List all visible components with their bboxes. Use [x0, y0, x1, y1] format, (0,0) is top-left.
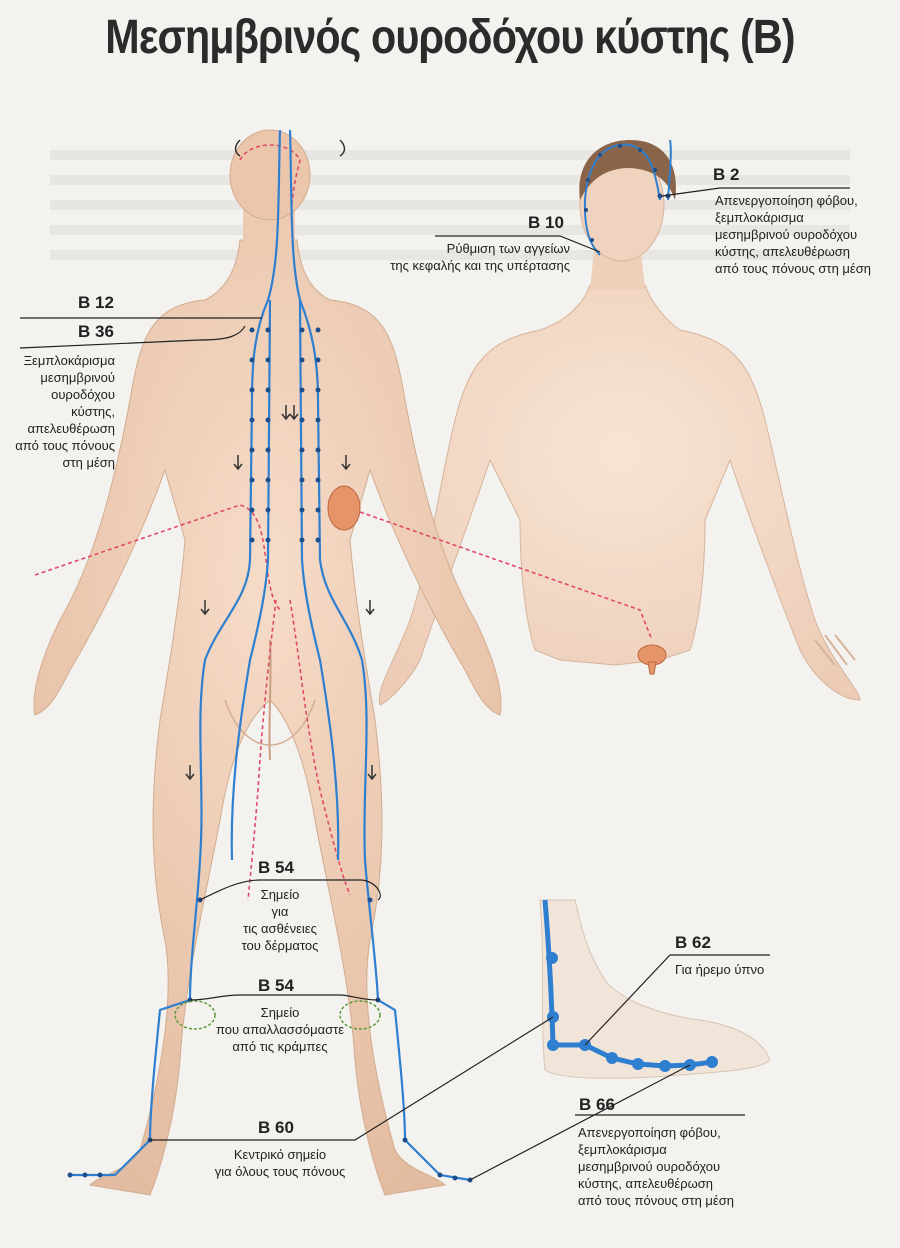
point-code-b2: B 2 — [713, 165, 739, 185]
point-desc-b66: Απενεργοποίηση φόβου,ξεμπλοκάρισμα μεσημ… — [578, 1124, 734, 1209]
point-code-b36: B 36 — [78, 322, 114, 342]
point-code-b54-skin: B 54 — [258, 858, 294, 878]
point-code-b54-cramps: B 54 — [258, 976, 294, 996]
point-code-b66: B 66 — [579, 1095, 615, 1115]
page-title: Μεσημβρινός ουροδόχου κύστης (B) — [63, 10, 837, 65]
point-code-b10: B 10 — [528, 213, 564, 233]
point-code-b12: B 12 — [78, 293, 114, 313]
foot-illustration — [540, 900, 770, 1078]
point-code-b60: B 60 — [258, 1118, 294, 1138]
point-desc-b2: Απενεργοποίηση φόβου,ξεμπλοκάρισμα μεσημ… — [715, 192, 871, 277]
point-desc-b62: Για ήρεμο ύπνο — [675, 961, 764, 978]
point-code-b62: B 62 — [675, 933, 711, 953]
